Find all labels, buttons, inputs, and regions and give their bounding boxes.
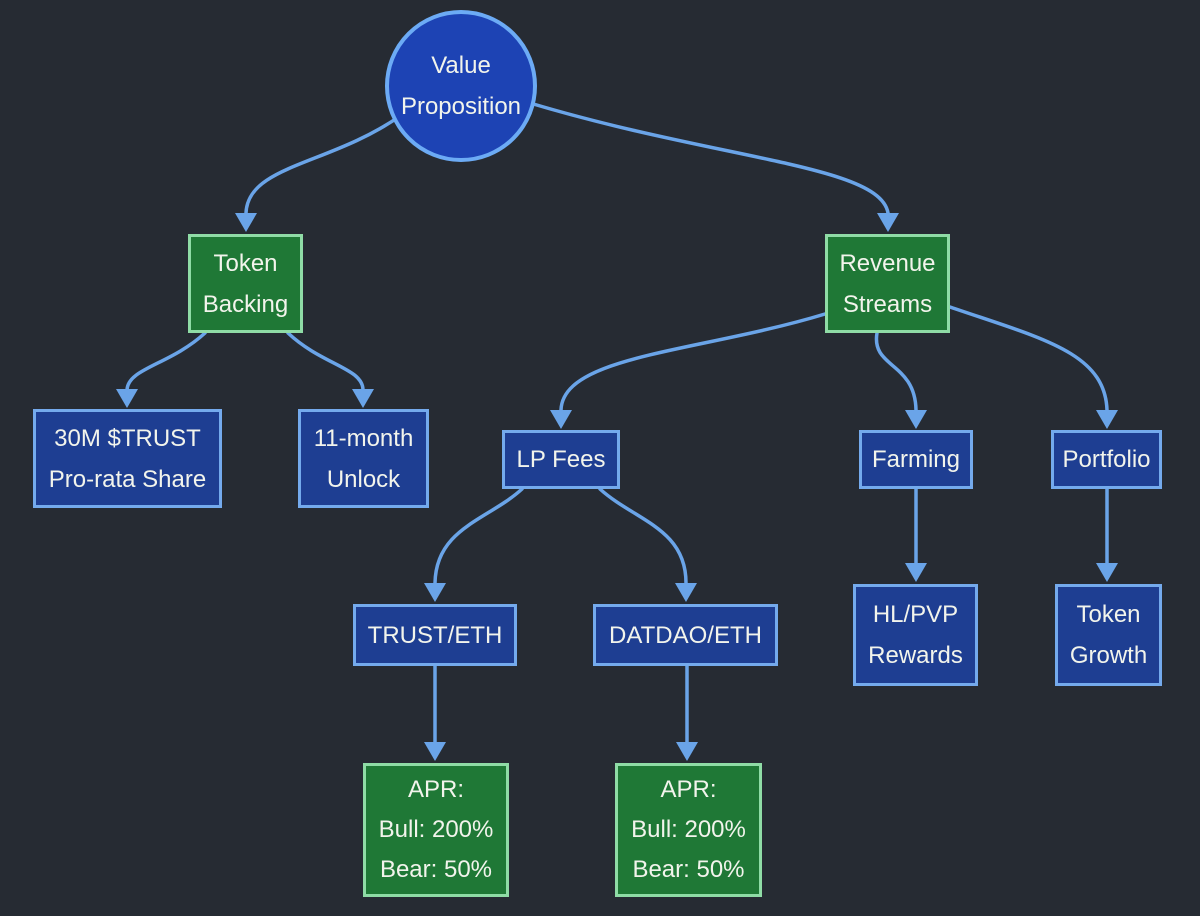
arrowhead-portfolio (1096, 410, 1118, 429)
node-text-line: Pro-rata Share (48, 465, 207, 493)
arrowhead-apr-datdao-eth (676, 742, 698, 761)
node-text-line: 30M $TRUST (54, 424, 201, 452)
node-text-line: Portfolio (1062, 446, 1151, 473)
node-portfolio: Portfolio (1051, 430, 1162, 489)
node-lp-fees: LP Fees (502, 430, 620, 489)
arrowhead-datdao-eth (675, 583, 697, 602)
edge-value-proposition-to-token-backing (244, 114, 402, 215)
edge-revenue-streams-to-lp-fees (559, 312, 827, 412)
arrowhead-lp-fees (550, 410, 572, 429)
node-text-line: Growth (1069, 642, 1148, 669)
node-text-line: Bull: 200% (631, 816, 746, 843)
node-revenue-streams: Revenue Streams (825, 234, 950, 333)
node-unlock-11m: 11-month Unlock (298, 409, 429, 508)
node-text-line: 11-month (313, 424, 414, 452)
node-trust-eth: TRUST/ETH (353, 604, 517, 666)
arrowhead-trust-eth (424, 583, 446, 602)
edge-lp-fees-to-trust-eth (433, 487, 524, 585)
node-token-growth: Token Growth (1055, 584, 1162, 686)
node-text-line: APR: (660, 776, 717, 803)
node-hl-pvp-rewards: HL/PVP Rewards (853, 584, 978, 686)
node-text-line: Value (431, 52, 491, 79)
node-text-line: Proposition (400, 93, 522, 120)
node-apr-trust-eth: APR: Bull: 200% Bear: 50% (363, 763, 509, 897)
arrowhead-apr-trust-eth (424, 742, 446, 761)
node-text-line: Farming (871, 446, 961, 473)
arrowhead-token-backing (235, 213, 257, 232)
node-farming: Farming (859, 430, 973, 489)
edge-revenue-streams-to-portfolio (948, 305, 1109, 412)
node-text-line: TRUST/ETH (367, 621, 503, 649)
arrowhead-unlock-11m (352, 389, 374, 408)
node-text-line: Revenue (839, 249, 936, 277)
node-trust-30m: 30M $TRUST Pro-rata Share (33, 409, 222, 508)
edge-value-proposition-to-revenue-streams (528, 101, 890, 215)
edge-token-backing-to-unlock-11m (286, 331, 365, 392)
node-token-backing: Token Backing (188, 234, 303, 333)
node-text-line: Bear: 50% (379, 856, 493, 883)
node-text-line: Streams (842, 290, 933, 318)
node-text-line: DATDAO/ETH (609, 621, 762, 649)
node-text-line: HL/PVP (872, 601, 959, 628)
arrowhead-trust-30m (116, 389, 138, 408)
node-text-line: LP Fees (516, 446, 606, 473)
node-text-line: Rewards (868, 642, 963, 669)
arrowhead-farming (905, 410, 927, 429)
node-datdao-eth: DATDAO/ETH (593, 604, 778, 666)
edge-lp-fees-to-datdao-eth (598, 487, 688, 585)
node-text-line: Token (1076, 601, 1141, 628)
node-apr-datdao-eth: APR: Bull: 200% Bear: 50% (615, 763, 762, 897)
arrowhead-token-growth (1096, 563, 1118, 582)
node-text-line: Backing (202, 290, 289, 318)
node-text-line: Unlock (326, 465, 401, 493)
node-text-line: APR: (407, 776, 464, 803)
edge-token-backing-to-trust-30m (125, 331, 207, 392)
node-text-line: Bear: 50% (632, 856, 745, 883)
edge-revenue-streams-to-farming (874, 331, 918, 412)
node-text-line: Bull: 200% (378, 816, 494, 843)
node-text-line: Token (213, 249, 278, 277)
arrowhead-revenue-streams (877, 213, 899, 232)
node-value-proposition: Value Proposition (385, 10, 537, 162)
arrowhead-hl-pvp-rewards (905, 563, 927, 582)
